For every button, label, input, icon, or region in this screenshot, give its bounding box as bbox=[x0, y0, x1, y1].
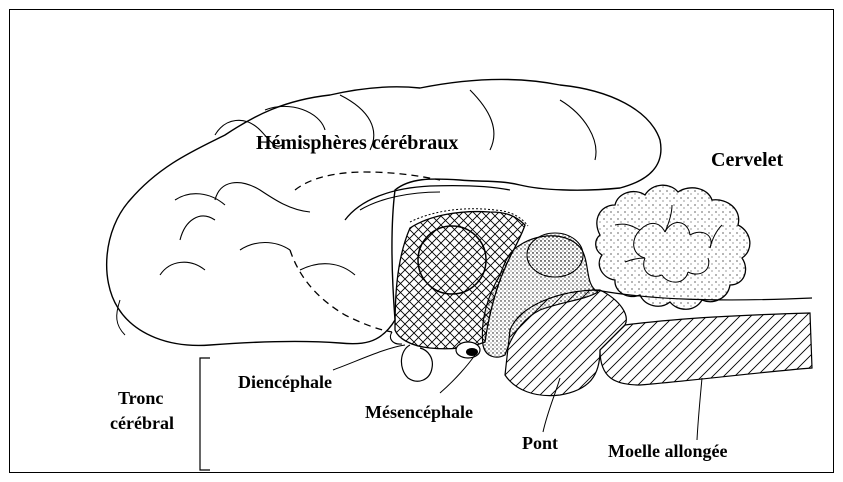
medulla-region bbox=[600, 313, 812, 385]
label-cervelet: Cervelet bbox=[711, 150, 783, 170]
label-pont: Pont bbox=[522, 434, 558, 452]
label-hemispheres: Hémisphères cérébraux bbox=[256, 133, 458, 153]
tronc-bracket bbox=[200, 358, 210, 470]
label-diencephale: Diencéphale bbox=[238, 373, 332, 391]
cerebellum bbox=[596, 185, 750, 309]
label-mesencephale: Mésencéphale bbox=[365, 403, 473, 421]
label-tronc-line2: cérébral bbox=[110, 414, 174, 432]
label-moelle: Moelle allongée bbox=[608, 442, 727, 460]
label-tronc-line1: Tronc bbox=[118, 389, 163, 407]
